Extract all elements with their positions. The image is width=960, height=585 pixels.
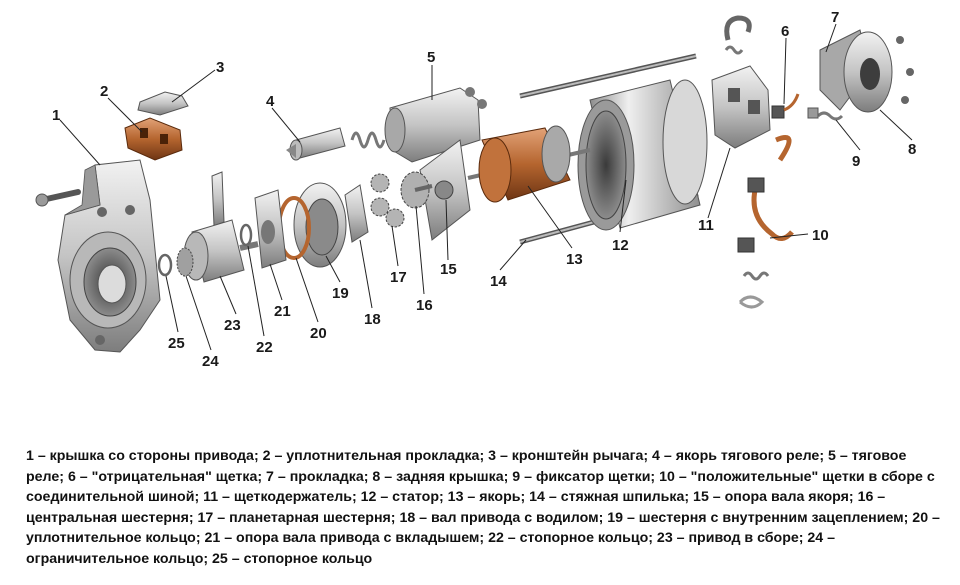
label-17: 17	[390, 269, 407, 286]
part-limiting-ring	[176, 247, 194, 277]
label-6: 6	[781, 23, 789, 40]
part-armature-shaft-support	[419, 139, 471, 241]
label-4: 4	[266, 93, 275, 110]
label-20: 20	[310, 325, 327, 342]
label-15: 15	[440, 261, 457, 278]
label-3: 3	[216, 59, 224, 76]
label-7: 7	[831, 9, 839, 26]
label-21: 21	[274, 303, 291, 320]
starter-exploded-diagram: 1 2 3 4 5 6 7 8 9 10 11 12 13 14 15 16 1…	[35, 9, 916, 370]
leader-lines	[59, 23, 913, 351]
label-16: 16	[416, 297, 433, 314]
label-25: 25	[168, 335, 185, 352]
label-8: 8	[908, 141, 916, 158]
label-11: 11	[698, 217, 714, 234]
part-sealing-gasket	[124, 117, 183, 161]
part-central-gear	[400, 171, 433, 209]
part-tie-rod-upper	[519, 53, 697, 99]
label-1: 1	[52, 107, 60, 124]
part-drive-end-cover	[35, 159, 161, 353]
label-12: 12	[612, 237, 629, 254]
part-lever-bracket	[137, 91, 189, 116]
label-22: 22	[256, 339, 273, 356]
part-drive-shaft-carrier	[344, 184, 369, 243]
part-relay-armature	[286, 127, 346, 161]
part-armature	[467, 125, 591, 203]
part-stator	[577, 79, 708, 231]
label-24: 24	[202, 353, 219, 370]
part-retaining-ring-25	[157, 253, 173, 277]
part-rear-cover	[843, 31, 914, 113]
part-traction-relay	[384, 87, 487, 163]
part-relay-spring	[350, 131, 386, 149]
part-drive-shaft-support	[254, 189, 287, 269]
part-brush-holder	[711, 15, 771, 149]
label-18: 18	[364, 311, 381, 328]
label-5: 5	[427, 49, 435, 66]
label-14: 14	[490, 273, 507, 290]
part-drive-assembly	[183, 171, 259, 283]
label-19: 19	[332, 285, 349, 302]
part-negative-brush	[771, 93, 800, 119]
label-9: 9	[852, 153, 860, 170]
part-brush-retainer	[807, 107, 844, 121]
part-positive-brushes-bus	[737, 135, 794, 309]
parts-legend-caption: 1 – крышка со стороны привода; 2 – уплот…	[26, 448, 940, 567]
label-10: 10	[812, 227, 829, 244]
part-retaining-ring-22	[239, 223, 253, 247]
part-planetary-gears	[370, 173, 405, 228]
label-13: 13	[566, 251, 583, 268]
label-23: 23	[224, 317, 241, 334]
part-number-labels: 1 2 3 4 5 6 7 8 9 10 11 12 13 14 15 16 1…	[52, 9, 916, 370]
label-2: 2	[100, 83, 108, 100]
